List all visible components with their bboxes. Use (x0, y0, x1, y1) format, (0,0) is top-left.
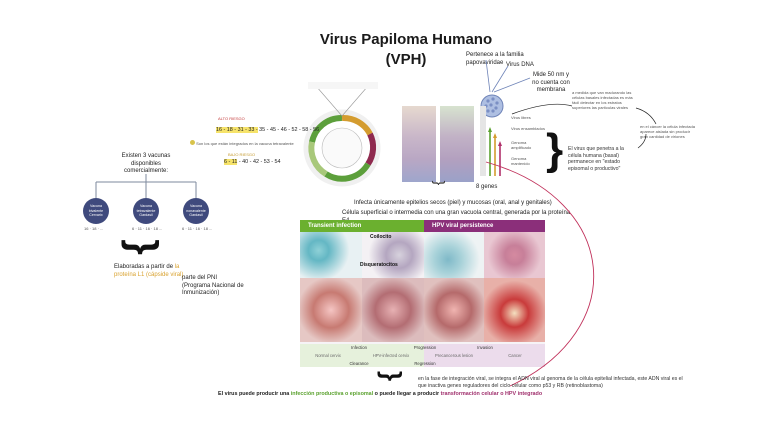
cervix-image-2 (362, 278, 424, 342)
infects-note: Infecta únicamente epitelios secos (piel… (354, 200, 552, 206)
epithelium-image-2 (440, 106, 474, 182)
layer-label-1: Virus libres (511, 115, 531, 120)
progression-panel: Transient infection HPV viral persistenc… (300, 220, 545, 367)
layer-label-2: Virus ensamblados (511, 126, 545, 131)
stage-strip-left (300, 344, 424, 367)
episomal-note: El virus que penetra a la célula humana … (568, 146, 624, 172)
virus-family-note: Pertenece a la familia papovaviridae (466, 52, 524, 66)
virus-dna-note: Virus DNA (506, 62, 534, 68)
cervix-image-1 (300, 278, 362, 342)
integration-cancer-note: en el cáncer la célula infectada aparece… (640, 124, 695, 139)
stage-precancer: Precancerous lesion (435, 353, 473, 358)
virus-fact-connectors (485, 59, 531, 93)
cytology-image-4 (484, 232, 545, 278)
vaccine-note-3: 6 · 11 · 16 · 18 ... (182, 226, 213, 231)
arrow-progression-label: Progression (413, 345, 437, 350)
bullet-icon (190, 140, 195, 145)
vaccine-bubble-nonavalent: Vacuna nonavalente Gardasil (183, 198, 209, 224)
arrow-regression-label: Regression (414, 361, 436, 366)
vaccine-bubble-tetravalent: Vacuna tetravalente Gardasil (133, 198, 159, 224)
vaccine-note-1: 16 · 18 · ... (84, 226, 104, 231)
epithelium-image-1 (402, 106, 436, 182)
cytology-image-2 (362, 232, 424, 278)
integration-note: en la fase de integración viral, se inte… (418, 376, 683, 389)
pni-note: parte del PNI (Programa Nacional de Inmu… (182, 275, 244, 296)
layer-label-3: Genoma amplificado (511, 140, 532, 150)
virus-size-note: Mide 50 nm y no cuenta con membrana (532, 72, 570, 93)
cervix-image-3 (424, 278, 484, 342)
vaccine-note-2: 6 · 11 · 16 · 18 ... (132, 226, 163, 231)
cytology-image-3 (424, 232, 484, 278)
page-title: Virus Papiloma Humano (VPH) (319, 31, 493, 68)
bottom-brace: } (377, 370, 407, 382)
disqueratocyte-label: Disqueratocitos (360, 262, 398, 268)
band-persistence: HPV viral persistence (424, 220, 545, 232)
vaccine-bubble-bivalent: Vacuna bivalente Cervarix (83, 198, 109, 224)
low-risk-title: BAJO RIESGO (228, 152, 256, 157)
koilocyte-label: Coilocito (370, 234, 392, 240)
maturation-note: a medida que van madurando las células b… (572, 90, 633, 110)
cervix-image-4 (484, 278, 545, 342)
hpv-genome-diagram (303, 82, 381, 187)
footer-sentence: El virus puede producir una infección pr… (218, 391, 543, 397)
stage-infected: HPV-infected cervix (372, 353, 410, 358)
layer-arrows (480, 106, 502, 176)
brace-right: } (546, 125, 564, 174)
genes-label: 8 genes (476, 184, 498, 190)
high-risk-title: ALTO RIESGO (218, 116, 245, 121)
vaccines-intro: Existen 3 vacunas disponibles comercialm… (121, 153, 171, 174)
high-risk-types: 16 - 18 - 31 - 33 - 35 - 45 - 46 - 52 - … (216, 127, 320, 133)
arrow-clearance-label: Clearance (349, 361, 369, 366)
low-risk-types: 6 - 11 - 40 - 42 - 53 - 54 (224, 159, 281, 165)
stage-strip-right (424, 344, 545, 367)
integrated-note: Son los que están integrados en la vacun… (190, 140, 300, 146)
stage-cancer: Cancer (508, 353, 522, 358)
vaccine-made-of: Elaboradas a partir de la proteína L1 (c… (114, 264, 184, 278)
layer-label-4: Genoma mantenido (511, 156, 530, 166)
integration-arrow (485, 161, 595, 387)
vaccine-tree-lines (95, 174, 197, 198)
stage-normal: Normal cervix (315, 353, 341, 358)
band-transient: Transient infection (300, 220, 424, 232)
arrow-infection-label: Infection (351, 345, 367, 350)
arrow-invasion-label: Invasion (477, 345, 493, 350)
cytology-image-1 (300, 232, 362, 278)
right-connectors (511, 103, 657, 149)
